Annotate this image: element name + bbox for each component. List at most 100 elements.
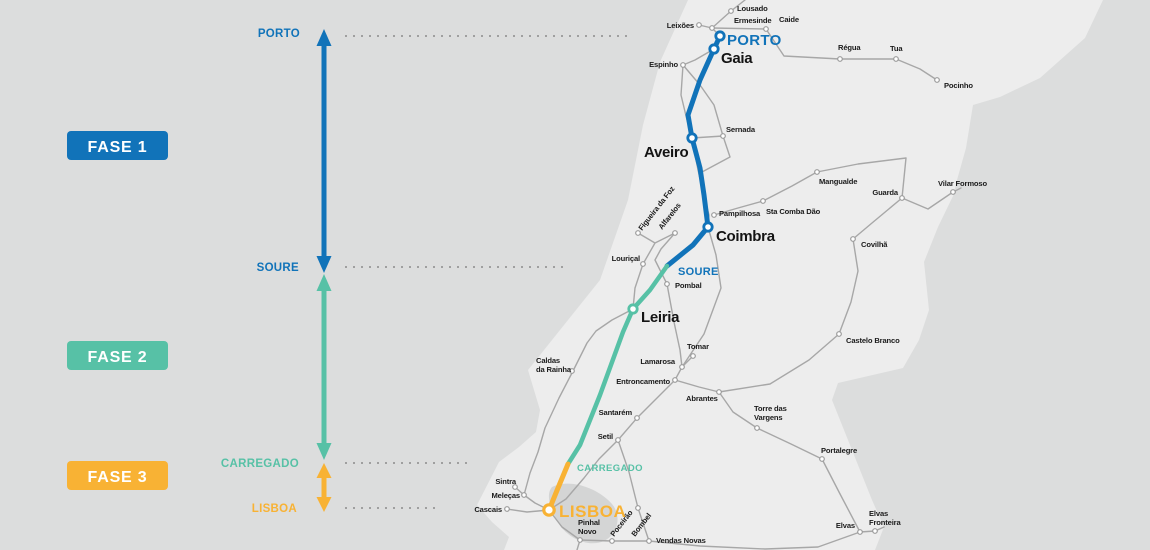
rail-segment bbox=[901, 187, 962, 210]
town-label-pocinho: Pocinho bbox=[944, 81, 973, 90]
town-label-espinho: Espinho bbox=[649, 60, 678, 69]
town-node bbox=[609, 538, 615, 544]
arrow-head-icon bbox=[316, 443, 332, 460]
town-label-abrantes: Abrantes bbox=[686, 394, 718, 403]
town-node bbox=[690, 353, 696, 359]
phase-line-fase1 bbox=[664, 33, 723, 269]
station-node bbox=[714, 30, 726, 42]
town-node bbox=[934, 77, 940, 83]
town-label-caide: Caide bbox=[779, 15, 799, 24]
town-node bbox=[577, 537, 583, 543]
town-label-vilar-formoso: Vilar Formoso bbox=[938, 179, 987, 188]
legend-label-soure: SOURE bbox=[257, 262, 299, 274]
town-node bbox=[569, 368, 575, 374]
town-label-r-gua: Régua bbox=[838, 43, 861, 52]
phase-line-fase2 bbox=[565, 263, 670, 467]
fase3-arrow bbox=[316, 463, 332, 512]
town-node bbox=[635, 505, 641, 511]
town-label-covilh-: Covilhã bbox=[861, 240, 888, 249]
town-label-elvas: Elvas bbox=[836, 521, 855, 530]
town-label-lousado: Lousado bbox=[737, 4, 768, 13]
town-node bbox=[696, 22, 702, 28]
town-label-pombal: Pombal bbox=[675, 281, 702, 290]
town-node bbox=[836, 331, 842, 337]
town-label-mangualde: Mangualde bbox=[819, 177, 857, 186]
town-label-leix-es: Leixões bbox=[667, 21, 694, 30]
fase3-badge: FASE 3 bbox=[67, 461, 168, 490]
portugal-landmass bbox=[477, 0, 1103, 550]
town-node bbox=[814, 169, 820, 175]
town-label-portalegre: Portalegre bbox=[821, 446, 857, 455]
town-node bbox=[716, 389, 722, 395]
station-node bbox=[702, 221, 714, 233]
town-label-louri-al: Louriçal bbox=[612, 254, 640, 263]
station-label-lisboa: LISBOA bbox=[559, 502, 626, 521]
town-label-tomar: Tomar bbox=[687, 342, 709, 351]
town-node bbox=[504, 506, 510, 512]
fase3-badge-label: FASE 3 bbox=[88, 469, 148, 486]
town-node bbox=[857, 529, 863, 535]
town-node bbox=[754, 425, 760, 431]
station-node bbox=[627, 303, 639, 315]
station-label-coimbra: Coimbra bbox=[716, 228, 776, 245]
rail-segment bbox=[681, 226, 722, 368]
town-node bbox=[646, 538, 652, 544]
town-label-pampilhosa: Pampilhosa bbox=[719, 209, 761, 218]
station-label-carregado: CARREGADO bbox=[577, 463, 643, 474]
town-node bbox=[893, 56, 899, 62]
town-node bbox=[709, 25, 715, 31]
station-node bbox=[708, 43, 720, 55]
town-label-castelo-branco: Castelo Branco bbox=[846, 336, 900, 345]
town-node bbox=[872, 528, 878, 534]
town-label-sernada: Sernada bbox=[726, 125, 756, 134]
arrow-head-icon bbox=[316, 256, 332, 273]
town-node bbox=[512, 484, 518, 490]
town-label-tua: Tua bbox=[890, 44, 903, 53]
town-node bbox=[680, 62, 686, 68]
station-node bbox=[686, 132, 698, 144]
town-label-entroncamento: Entroncamento bbox=[616, 377, 670, 386]
town-node bbox=[640, 261, 646, 267]
town-nodes bbox=[504, 8, 956, 544]
fase2-badge: FASE 2 bbox=[67, 341, 168, 370]
rail-segment bbox=[682, 64, 731, 173]
station-label-soure: SOURE bbox=[678, 266, 719, 278]
town-node bbox=[763, 26, 769, 32]
town-node bbox=[850, 236, 856, 242]
rail-segment bbox=[523, 308, 634, 496]
station-label-aveiro: Aveiro bbox=[644, 144, 688, 161]
legend-label-lisboa: LISBOA bbox=[252, 503, 297, 515]
legend-label-carregado: CARREGADO bbox=[221, 458, 299, 470]
town-label-santar-m: Santarém bbox=[599, 408, 633, 417]
town-label-cascais: Cascais bbox=[474, 505, 502, 514]
station-label-leiria: Leiria bbox=[641, 309, 680, 326]
phase-line-fase3 bbox=[546, 461, 571, 513]
town-label-vendas-novas: Vendas Novas bbox=[656, 536, 706, 545]
rail-segment bbox=[674, 379, 885, 533]
station-node bbox=[542, 503, 556, 517]
town-node bbox=[837, 56, 843, 62]
town-node bbox=[819, 456, 825, 462]
rail-segment bbox=[718, 197, 903, 393]
town-node bbox=[728, 8, 734, 14]
town-label-ermesinde: Ermesinde bbox=[734, 16, 771, 25]
town-node bbox=[615, 437, 621, 443]
town-label-sta-comba-d-o: Sta Comba Dão bbox=[766, 207, 821, 216]
town-label-setil: Setil bbox=[598, 432, 613, 441]
town-node bbox=[760, 198, 766, 204]
town-node bbox=[672, 377, 678, 383]
town-label-lamarosa: Lamarosa bbox=[640, 357, 676, 366]
town-node bbox=[720, 133, 726, 139]
station-label-porto: PORTO bbox=[727, 32, 782, 49]
rail-segment bbox=[514, 486, 550, 511]
town-node bbox=[635, 230, 641, 236]
town-label-guarda: Guarda bbox=[872, 188, 899, 197]
rail-segment bbox=[713, 157, 907, 216]
station-label-gaia: Gaia bbox=[721, 50, 753, 67]
town-node bbox=[950, 189, 956, 195]
